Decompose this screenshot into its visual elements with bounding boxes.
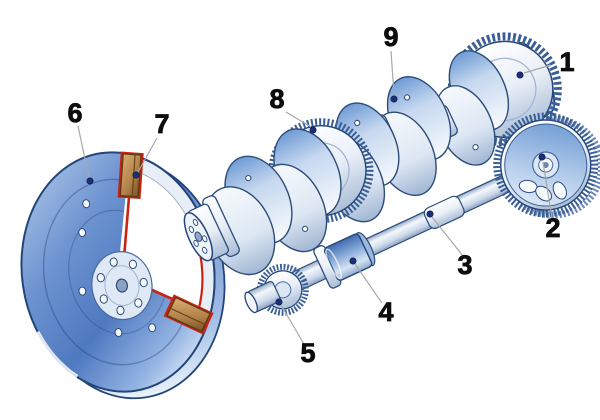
callout-dot-4 xyxy=(349,257,357,265)
callout-line-8 xyxy=(285,111,312,128)
callout-label-4: 4 xyxy=(378,297,393,327)
spring-block-face xyxy=(119,152,142,198)
callout-line-5 xyxy=(280,304,305,345)
spring-block-face xyxy=(166,296,211,333)
crankshaft xyxy=(183,32,562,276)
callout-line-1 xyxy=(523,64,552,74)
callout-9: 9 xyxy=(383,22,399,103)
balance-shaft-front-stub xyxy=(244,280,281,314)
callout-label-1: 1 xyxy=(559,47,574,77)
web-bolt xyxy=(472,144,479,151)
stub-face xyxy=(244,291,259,314)
flywheel-face-holes xyxy=(78,199,157,338)
collar-highlight xyxy=(325,248,343,280)
callout-label-6: 6 xyxy=(67,98,82,128)
balance-shaft-gear xyxy=(493,112,600,219)
callout-label-7: 7 xyxy=(154,109,169,139)
callout-label-2: 2 xyxy=(545,213,560,243)
web-bolt xyxy=(301,225,309,232)
flywheel xyxy=(20,151,226,400)
callout-label-5: 5 xyxy=(300,338,315,368)
callout-3: 3 xyxy=(426,210,473,280)
callout-dot-5 xyxy=(275,298,283,306)
callout-dot-9 xyxy=(390,95,398,103)
callout-line-2 xyxy=(542,161,553,219)
hub-bolt-holes xyxy=(96,257,148,316)
callout-dot-8 xyxy=(309,126,317,134)
rear-gear-teeth xyxy=(447,32,562,147)
callout-label-9: 9 xyxy=(383,22,398,52)
callout-label-8: 8 xyxy=(269,84,284,114)
callout-dot-7 xyxy=(132,171,140,179)
damper-spring-block-bottom xyxy=(163,294,214,335)
flange-center-hole xyxy=(194,231,203,242)
balance-shaft-collar xyxy=(313,232,376,289)
callout-line-7 xyxy=(137,137,158,173)
callout-dot-6 xyxy=(86,177,94,185)
hub-center-hole xyxy=(115,278,129,293)
callout-line-6 xyxy=(77,125,90,179)
callout-label-3: 3 xyxy=(457,250,472,280)
crankshaft-front-flange xyxy=(183,195,240,262)
web-bolt xyxy=(403,94,411,101)
callout-7: 7 xyxy=(132,109,170,179)
cutaway-red-cut-upper xyxy=(123,189,131,254)
callout-1: 1 xyxy=(516,47,575,79)
flange-bolt-holes xyxy=(188,219,208,254)
web-bolt xyxy=(354,119,361,127)
callout-4: 4 xyxy=(349,257,394,327)
callout-line-3 xyxy=(431,216,464,257)
callout-2: 2 xyxy=(538,153,561,243)
callout-line-4 xyxy=(354,263,383,304)
flywheel-rim-highlight xyxy=(35,330,79,379)
flywheel-hub xyxy=(91,251,153,321)
callout-5: 5 xyxy=(275,298,316,368)
callout-dot-3 xyxy=(426,210,434,218)
hub-ring-line xyxy=(104,265,140,307)
crankshaft-webs xyxy=(320,50,510,223)
web-bolt xyxy=(245,175,252,182)
balance-shaft xyxy=(244,112,600,316)
spring-block-edge xyxy=(170,307,206,325)
callout-dot-2 xyxy=(538,153,546,161)
callout-8: 8 xyxy=(269,84,317,134)
callout-dot-1 xyxy=(516,71,524,79)
callout-6: 6 xyxy=(67,98,94,185)
gear-lightening-holes xyxy=(518,179,567,202)
callouts: 1 2 3 4 5 6 7 xyxy=(67,22,575,369)
collar-barrel xyxy=(323,233,373,281)
damper-spring-block-top xyxy=(117,151,144,200)
callout-line-9 xyxy=(390,50,395,96)
